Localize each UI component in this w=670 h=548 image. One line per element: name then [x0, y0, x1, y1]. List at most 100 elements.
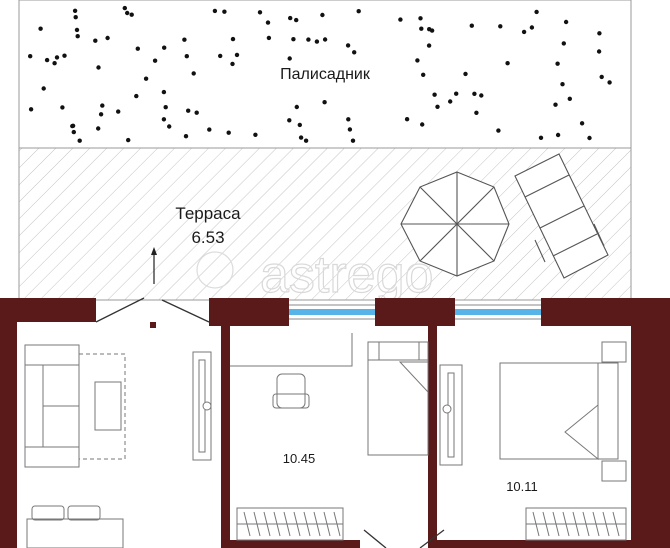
- garden-dot: [167, 124, 172, 129]
- garden-dot: [498, 24, 503, 29]
- wardrobe-2-icon: [525, 507, 627, 541]
- garden-dot: [345, 43, 351, 48]
- garden-dot: [346, 117, 351, 122]
- nightstands-icon: [601, 341, 627, 482]
- garden-dot: [161, 89, 167, 95]
- tv-unit-icon: [192, 351, 212, 461]
- garden-dot: [322, 100, 327, 105]
- dining-table-icon: [26, 505, 124, 548]
- garden-dot: [184, 54, 189, 59]
- garden-dot: [521, 29, 527, 35]
- garden-dot: [587, 135, 592, 141]
- umbrella-icon: [400, 171, 510, 277]
- garden-dot: [44, 57, 50, 63]
- front-garden-label: Палисадник: [280, 66, 371, 83]
- garden-dot: [555, 132, 561, 138]
- garden-dot: [72, 8, 78, 13]
- garden-dot: [463, 71, 468, 77]
- garden-dot: [398, 17, 403, 22]
- garden-dot: [350, 138, 356, 143]
- garden-dot: [420, 122, 425, 127]
- garden-dot: [161, 117, 167, 122]
- garden-dot: [135, 46, 140, 51]
- sofa-icon: [24, 344, 80, 468]
- garden-dot: [52, 61, 57, 66]
- garden-dot: [432, 92, 437, 97]
- garden-dot: [320, 12, 325, 18]
- garden-dot: [418, 16, 423, 21]
- garden-dot: [288, 15, 293, 21]
- garden-dot: [186, 108, 191, 113]
- bed-1-icon: [367, 341, 429, 456]
- garden-dot: [73, 15, 78, 20]
- garden-dot: [28, 107, 34, 112]
- garden-dot: [162, 45, 167, 50]
- garden-dot: [314, 39, 320, 44]
- garden-dot: [96, 65, 101, 70]
- garden-dot: [505, 61, 510, 66]
- entrance-doors-icon: [95, 297, 210, 323]
- garden-dot: [28, 54, 33, 59]
- wardrobe-1-icon: [236, 507, 344, 541]
- garden-dot: [191, 71, 196, 76]
- living-room: [24, 344, 212, 548]
- garden-dot: [561, 41, 566, 46]
- garden-dot: [182, 37, 187, 42]
- garden-dot: [143, 76, 149, 81]
- garden-dot: [77, 138, 82, 143]
- desk-icon: [230, 333, 353, 367]
- bedroom-1: 10.45: [230, 333, 429, 548]
- garden-dot: [404, 117, 410, 122]
- garden-dot: [93, 38, 98, 43]
- garden-dot: [454, 91, 459, 96]
- garden-dot: [596, 49, 602, 54]
- garden-dot: [435, 104, 440, 110]
- garden-dot: [597, 31, 602, 36]
- garden-dot: [294, 17, 299, 23]
- garden-dot: [230, 61, 235, 67]
- garden-dot: [534, 9, 539, 15]
- garden-dot: [421, 72, 426, 78]
- front-garden-zone: Палисадник: [18, 0, 632, 149]
- garden-dot: [41, 86, 46, 91]
- garden-dot: [352, 50, 357, 55]
- garden-dot: [538, 135, 544, 140]
- garden-dot: [226, 130, 231, 135]
- garden-dot: [218, 53, 223, 59]
- bedroom-2: 10.11: [419, 341, 627, 548]
- garden-dot: [555, 61, 560, 66]
- garden-dot: [71, 129, 77, 135]
- garden-dot: [74, 27, 80, 33]
- garden-dot: [126, 137, 131, 143]
- garden-dot: [322, 37, 328, 42]
- garden-dot: [98, 112, 104, 117]
- garden-dot: [553, 102, 558, 107]
- watermark: astrego: [196, 245, 434, 305]
- garden-dot: [38, 26, 43, 31]
- garden-dot: [415, 58, 420, 63]
- garden-dot: [100, 103, 105, 108]
- garden-dot: [479, 93, 484, 98]
- garden-dot: [265, 20, 271, 25]
- garden-dot: [448, 99, 453, 104]
- garden-dot: [54, 55, 60, 60]
- garden-dot: [122, 5, 128, 11]
- windows: [289, 304, 541, 320]
- garden-dot: [563, 19, 569, 25]
- garden-dot: [207, 127, 212, 132]
- bedroom-1-area: 10.45: [283, 451, 316, 466]
- garden-dot: [266, 35, 272, 41]
- garden-dot: [163, 105, 168, 110]
- walls: [0, 298, 670, 548]
- garden-dot: [75, 34, 80, 39]
- garden-dot: [419, 26, 424, 31]
- garden-dot: [567, 96, 572, 102]
- garden-dot: [287, 56, 292, 61]
- garden-dot: [194, 110, 199, 115]
- garden-dot: [253, 132, 258, 137]
- garden-dot: [297, 122, 302, 128]
- garden-dot: [560, 82, 565, 87]
- garden-dot: [183, 134, 189, 139]
- garden-dot: [105, 35, 110, 41]
